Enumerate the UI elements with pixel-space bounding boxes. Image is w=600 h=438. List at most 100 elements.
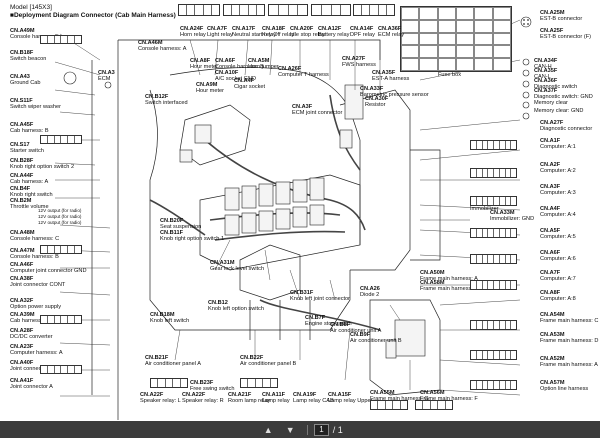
connector-desc: Frame main harness: E xyxy=(420,286,479,293)
connector-desc: Computer: A:5 xyxy=(540,234,576,241)
connector-code: CN.A20F xyxy=(290,26,314,32)
connector-desc: Computer: A:4 xyxy=(540,212,576,219)
radio-note: 12V output (for radio) xyxy=(38,214,82,219)
model-label: Model [145X3] xyxy=(10,4,52,11)
chevron-up-icon[interactable]: ▲ xyxy=(263,424,273,435)
connector-code: CN.B2M xyxy=(10,198,32,204)
chevron-down-icon[interactable]: ▼ xyxy=(285,424,295,435)
connector-code: CN.A40F xyxy=(10,360,34,366)
connector-desc: Free swing switch xyxy=(190,386,235,393)
connector-code: CN.A30F xyxy=(365,96,389,102)
connector-code: CN.A44F xyxy=(10,173,34,179)
connector-desc: Joint connector CONT xyxy=(10,282,66,289)
page-number-input[interactable]: 1 xyxy=(314,423,329,436)
harness-drawing xyxy=(54,16,532,420)
connector-desc: Switch wiper washer xyxy=(10,104,61,111)
connector-code: CN.A43 xyxy=(10,74,30,80)
connector-code: CN.B20F xyxy=(160,218,184,224)
connector-desc: Computer joint connector GND xyxy=(10,268,87,275)
connector-code: CN.A25F xyxy=(540,28,564,34)
connector-desc: Gear lock level switch xyxy=(210,266,265,273)
connector-code: CN.A3F xyxy=(540,184,561,190)
connector-desc: Computer: A:6 xyxy=(540,256,576,263)
connector-code: CN.A12F xyxy=(318,26,342,32)
connector-code: CN.A8F xyxy=(190,58,211,64)
connector-code: CN.A46F xyxy=(10,262,34,268)
connector-code: CN.A18F xyxy=(262,26,286,32)
connector-desc: Starter switch xyxy=(10,148,44,155)
connector-block xyxy=(470,254,517,264)
connector-desc: Joint connector B xyxy=(10,366,54,373)
connector-desc: Console harness: B xyxy=(215,64,264,71)
connector-desc: Computer: A:3 xyxy=(540,190,576,197)
connector-desc: Neutral start relay xyxy=(232,32,277,39)
connector-code: CN.A4F xyxy=(234,78,255,84)
connector-desc: Air conditioner unit A xyxy=(330,328,382,335)
connector-desc: Air conditioner unit B xyxy=(350,338,402,345)
fuse-box-label: Fuse box xyxy=(438,72,462,78)
right-connector-label: Memory clear xyxy=(534,100,568,106)
connector-code: CN.B23F xyxy=(190,380,214,386)
connector-code: CN.A48M xyxy=(10,230,35,236)
connector-desc: Idle stop relay xyxy=(290,32,325,39)
connector-desc: Computer: A:1 xyxy=(540,144,576,151)
connector-desc: Computer: A:2 xyxy=(540,168,576,175)
connector-code: CN.A54M xyxy=(540,312,565,318)
connector-desc: Knob left switch xyxy=(150,318,190,325)
connector-desc: Hour meter xyxy=(190,64,218,71)
connector-desc: Computer harness: A xyxy=(10,350,63,357)
connector-desc: Console harness: C xyxy=(10,236,60,243)
connector-desc: Lamp relay CAB xyxy=(293,398,334,405)
connector-desc: Room lamp relay xyxy=(228,398,271,405)
connector-desc: Frame main harness: D xyxy=(540,338,599,345)
connector-desc: ECM joint connector xyxy=(292,110,343,117)
connector-code: CN.A17F xyxy=(232,26,256,32)
connector-code: CN.B7F xyxy=(305,315,326,321)
connector-desc: Diagnostic switch xyxy=(534,84,578,91)
connector-desc: Ground Cab xyxy=(10,80,41,87)
right-connector-label: Memory clear: GND xyxy=(534,108,583,114)
connector-desc: Joint connector A xyxy=(10,384,53,391)
connector-desc: Speaker relay: R xyxy=(182,398,224,405)
connector-desc: FWS harness xyxy=(342,62,376,69)
connector-desc: Memory clear: GND xyxy=(534,108,584,114)
fuse-box xyxy=(400,6,512,72)
connector-code: CN.A36F xyxy=(378,26,402,32)
connector-code: CN.A5F xyxy=(540,228,561,234)
connector-block xyxy=(470,196,517,206)
connector-code: CN.B31F xyxy=(290,290,314,296)
connector-desc: EST-B connector (F) xyxy=(540,34,591,41)
connector-code: CN.A39M xyxy=(10,312,35,318)
connector-code: CN.A37F xyxy=(534,88,558,94)
top-connector xyxy=(268,4,308,16)
connector-code: CN.A11F xyxy=(262,392,286,398)
